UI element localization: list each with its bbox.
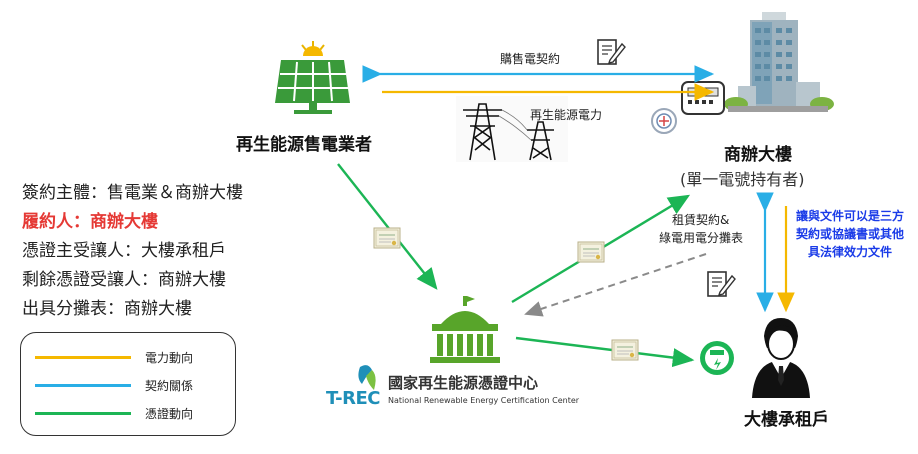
purchase-contract-label: 購售電契約 bbox=[500, 52, 561, 66]
legend-swatch-certificate bbox=[35, 412, 131, 415]
transmission-tower-icon bbox=[456, 96, 568, 162]
office-building-icon bbox=[724, 12, 834, 112]
legend-label-contract: 契約關係 bbox=[145, 379, 194, 393]
seller-title: 再生能源售電業者 bbox=[236, 135, 372, 155]
trec-logo-icon bbox=[358, 365, 376, 390]
lease-contract-label-2: 綠電用電分攤表 bbox=[659, 231, 744, 245]
contract-signing-icon bbox=[597, 39, 626, 65]
solar-panel-icon bbox=[275, 41, 350, 114]
green-meter-icon bbox=[700, 341, 734, 375]
legend-item-power: 電力動向 bbox=[35, 349, 225, 365]
office-title: 商辦大樓 bbox=[724, 145, 792, 165]
certification-center-icon bbox=[430, 296, 500, 363]
info-line-main-transferee: 憑證主受讓人：大樓承租戶 bbox=[22, 241, 226, 261]
info-line-performer: 履約人：商辦大樓 bbox=[22, 212, 158, 232]
info-line-remaining-transferee: 剩餘憑證受讓人：商辦大樓 bbox=[22, 270, 226, 290]
electricity-meter-icon bbox=[681, 81, 725, 115]
transfer-note-line-1: 讓與文件可以是三方 bbox=[796, 209, 905, 223]
office-subtitle: (單一電號持有者) bbox=[680, 170, 805, 189]
trec-mark-text: T-REC bbox=[326, 388, 380, 409]
legend-label-certificate: 憑證動向 bbox=[145, 407, 194, 421]
legend: 電力動向 契約關係 憑證動向 bbox=[20, 332, 236, 436]
transfer-note-line-2: 契約或協議書或其他 bbox=[796, 227, 905, 241]
legend-item-certificate: 憑證動向 bbox=[35, 405, 225, 421]
renewable-power-label: 再生能源電力 bbox=[530, 108, 603, 122]
info-line-signing: 簽約主體：售電業＆商辦大樓 bbox=[22, 183, 243, 203]
power-emblem-icon bbox=[651, 108, 677, 134]
certificate-icon bbox=[373, 227, 401, 249]
certificate-icon bbox=[577, 241, 605, 263]
doc-arrow-tenant-center bbox=[524, 253, 707, 317]
businessman-icon bbox=[752, 318, 810, 398]
tenant-title: 大樓承租戶 bbox=[744, 410, 829, 430]
legend-label-power: 電力動向 bbox=[145, 351, 194, 365]
cert-arrow-seller-center bbox=[337, 163, 438, 290]
legend-item-contract: 契約關係 bbox=[35, 377, 225, 393]
legend-swatch-power bbox=[35, 356, 131, 359]
info-line-allocation: 出具分攤表：商辦大樓 bbox=[22, 299, 192, 319]
legend-swatch-contract bbox=[35, 384, 131, 387]
contract-signing-icon bbox=[707, 271, 736, 297]
center-english-name: National Renewable Energy Certification … bbox=[388, 396, 580, 405]
certificate-icon bbox=[611, 339, 639, 361]
center-name: 國家再生能源憑證中心 bbox=[388, 374, 539, 392]
cert-arrow-center-tenant bbox=[515, 336, 695, 368]
transfer-note-line-3: 具法律效力文件 bbox=[808, 245, 893, 259]
lease-contract-label-1: 租賃契約& bbox=[672, 213, 730, 227]
